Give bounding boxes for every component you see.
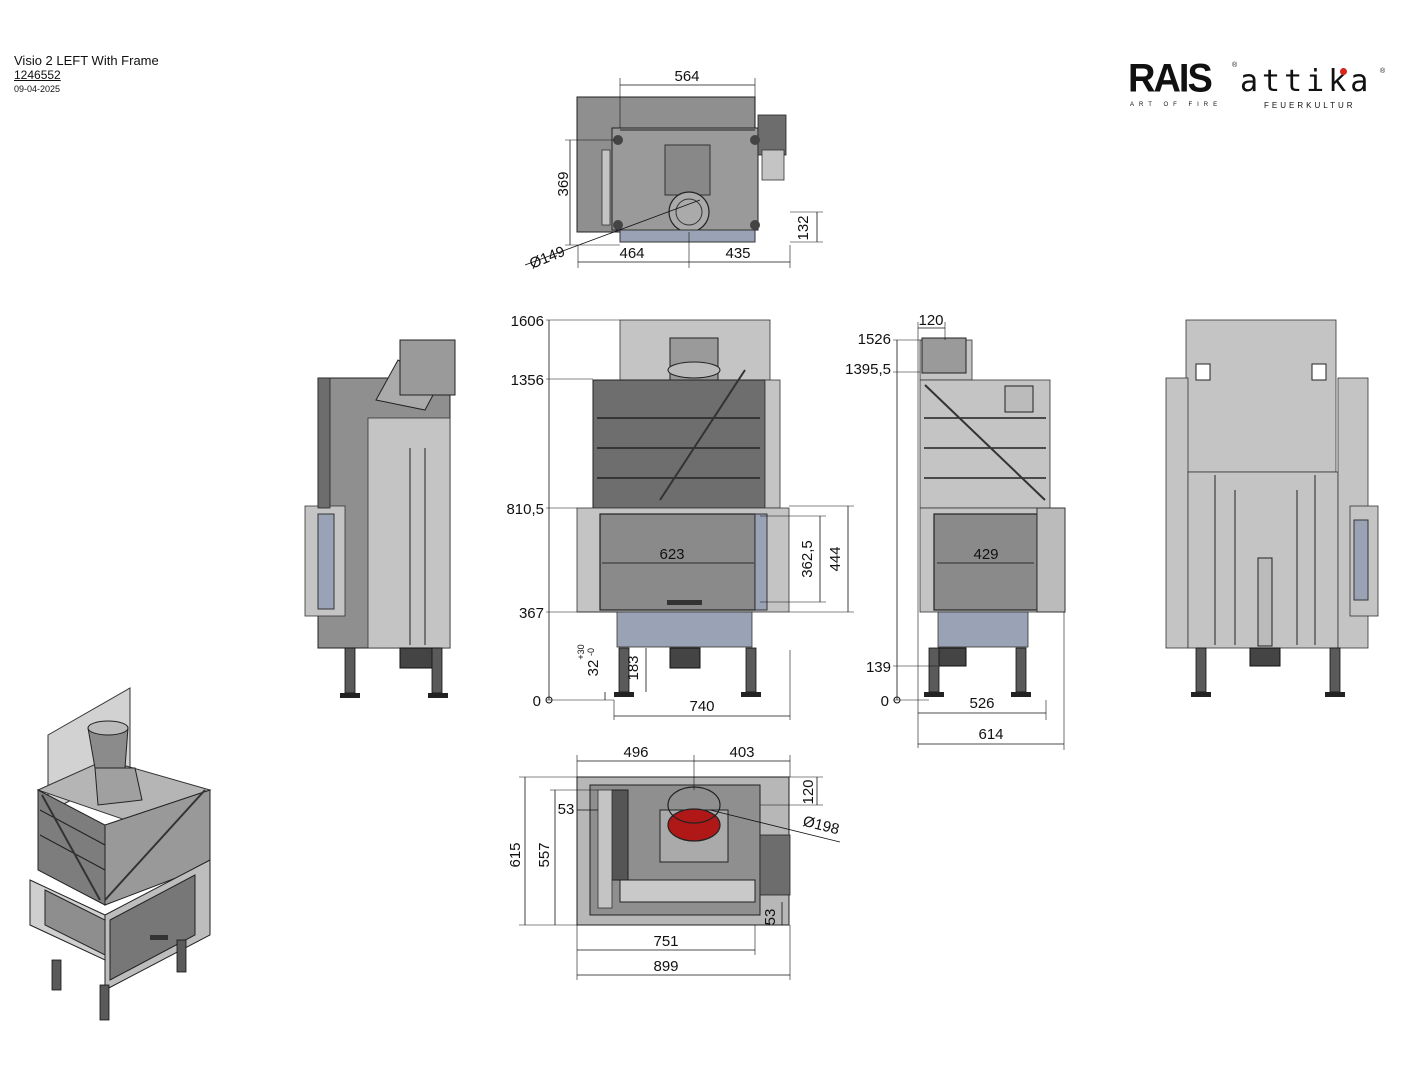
title-block: Visio 2 LEFT With Frame 1246552 09-04-20… [14,54,159,96]
dim-height-0-side: 0 [881,693,889,710]
left-side-view [304,339,456,698]
tagline-text: ART OF FIRE [1130,102,1223,108]
front-view: 1606 1356 810,5 367 0 623 362,5 444 183 … [506,313,854,720]
dim-height-367: 367 [519,605,544,622]
dim-width-899: 899 [653,958,678,975]
dim-height-1395: 1395,5 [845,361,891,378]
dim-flue-diameter-bottom: Ø198 [801,813,841,838]
dim-height-810: 810,5 [506,501,544,518]
brand-logo: RAIS ® attika ® ART OF FIRE FEUERKULTUR [1128,56,1388,114]
dim-tol-minus: -0 [586,648,596,656]
dim-flue-offset: 132 [795,215,812,240]
dim-glass-width-front: 623 [659,546,684,563]
dim-glass-height-362: 362,5 [799,540,816,578]
dim-width-751: 751 [653,933,678,950]
dim-bottom-offset: 120 [800,779,817,804]
dim-top-right: 435 [725,245,750,262]
dim-height-1356: 1356 [511,372,544,389]
dim-front-53: 53 [762,909,779,926]
right-side-view: 120 1526 1395,5 139 0 429 526 614 [845,312,1066,750]
dim-top-depth: 369 [555,171,572,196]
dim-height-139: 139 [866,659,891,676]
dim-side-53: 53 [558,801,575,818]
top-view: 564 369 132 Ø149 464 435 [524,68,823,273]
drawing-number: 1246552 [14,68,61,82]
logo-rais: RAIS [1128,56,1213,102]
dim-glass-width-side: 429 [973,546,998,563]
logo-attika: attika [1240,64,1373,99]
isometric-view [29,687,212,1021]
dim-tol-plus: +30 [576,644,586,659]
dim-flue-diameter-top: Ø149 [527,243,567,273]
bottom-view: 496 403 120 Ø198 615 557 53 53 751 899 [507,744,841,980]
dim-side-offset: 120 [918,312,943,329]
logo-tagline-rais: ART OF FIRE [1130,102,1222,108]
dim-base-width-side: 526 [969,695,994,712]
dim-depth-615: 615 [507,842,524,867]
dim-height-1606: 1606 [511,313,544,330]
dim-bottom-right: 403 [729,744,754,761]
logo-dot-icon [1340,68,1347,75]
dim-top-width: 564 [674,68,699,85]
registered-mark-icon: ® [1380,68,1386,75]
dim-base-width-front: 740 [689,698,714,715]
logo-tagline-attika: FEUERKULTUR [1264,101,1356,110]
dim-leg-adjust: 32 [585,660,602,677]
dim-bottom-left: 496 [623,744,648,761]
dim-glass-height-444: 444 [827,546,844,571]
dim-leg-height: 183 [625,655,642,680]
dim-height-1526: 1526 [858,331,891,348]
dim-depth-557: 557 [536,842,553,867]
dim-top-left: 464 [619,245,644,262]
dim-height-0-front: 0 [533,693,541,710]
drawing-title: Visio 2 LEFT With Frame [14,53,159,68]
registered-mark-icon: ® [1232,62,1238,69]
drawing-date: 09-04-2025 [14,84,61,94]
dim-total-width-side: 614 [978,726,1003,743]
back-view [1165,319,1379,697]
